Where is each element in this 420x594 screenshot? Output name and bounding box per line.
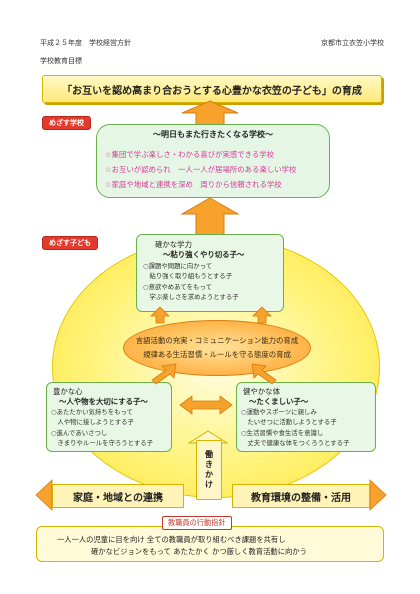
school-item-3: ☆家庭や地域と連携を深め 周りから信頼される学校 bbox=[105, 180, 282, 189]
hatarakikake-char-3: か bbox=[205, 470, 213, 479]
arrow-body-diagonal bbox=[251, 363, 277, 385]
school-item-1: ☆集団で学ぶ楽しさ・わかる喜びが実感できる学校 bbox=[105, 150, 275, 159]
hatarakikake-char-1: 働 bbox=[205, 450, 213, 459]
school-title: ～明日もまた行きたくなる学校～ bbox=[153, 130, 273, 139]
card-heart-line-4: きまりやルールを守ろうとする子 bbox=[51, 439, 154, 447]
card-academic-line-3: ○意欲やめあてをもって bbox=[143, 283, 212, 291]
banner-community-cooperation: 家庭・地域との連携 bbox=[52, 484, 184, 508]
school-tag: めざす学校 bbox=[42, 116, 91, 130]
arrow-academic-right bbox=[252, 306, 272, 324]
header-left: 平成２５年度 学校経営方針 bbox=[40, 39, 131, 47]
hatarakikake-char-2: き bbox=[205, 460, 213, 469]
card-body-line-2: たいせつに活動しようとする子 bbox=[241, 418, 337, 426]
card-academic-line-2: 粘り強く取り組もうとする子 bbox=[143, 272, 233, 280]
up-arrow-top bbox=[181, 100, 239, 125]
card-academic-line-1: ○課題や問題に向かって bbox=[143, 262, 213, 270]
card-heart-title: 豊かな心 bbox=[53, 387, 83, 396]
center-line-1: 言語活動の充実・コミュニケーション能力の育成 bbox=[135, 336, 299, 345]
card-heart-line-1: ○あたたかい気持ちをもって bbox=[51, 408, 133, 416]
card-heart-line-3: ○進んであいさつし bbox=[51, 429, 108, 437]
card-body: 健やかな体 ～たくましい子～ ○運動やスポーツに親しみ たいせつに活動しようとす… bbox=[236, 382, 376, 452]
child-tag: めざす子ども bbox=[42, 236, 98, 250]
card-body-line-3: ○生活習慣や食生活を意識し bbox=[241, 429, 324, 437]
banner-right-chevron bbox=[369, 479, 387, 511]
card-body-line-4: 丈夫で健康な体をつくろうとする子 bbox=[241, 439, 350, 447]
action-line-1: 一人一人の児童に目を向け 全ての教職員が取り組むべき課題を共有し bbox=[57, 535, 286, 544]
up-arrow-middle bbox=[180, 197, 240, 238]
card-academic: 確かな学力 ～粘り強くやり切る子～ ○課題や問題に向かって 粘り強く取り組もうと… bbox=[136, 234, 284, 312]
banner-community-cooperation-text: 家庭・地域との連携 bbox=[73, 492, 163, 504]
banner-environment: 教育環境の整備・活用 bbox=[232, 484, 370, 508]
card-heart-line-2: 人や物に接しようとする子 bbox=[51, 418, 134, 426]
banner-environment-text: 教育環境の整備・活用 bbox=[251, 492, 351, 504]
card-body-title: 健やかな体 bbox=[243, 387, 280, 396]
card-academic-subtitle: ～粘り強くやり切る子～ bbox=[163, 250, 245, 259]
card-body-subtitle: ～たくましい子～ bbox=[249, 397, 309, 406]
double-arrow-horizontal bbox=[179, 395, 233, 415]
card-body-line-1: ○運動やスポーツに親しみ bbox=[241, 408, 317, 416]
arrow-academic-left bbox=[150, 306, 170, 324]
action-line-2: 確かなビジョンをもって あたたかく かつ厳しく教育活動に向かう bbox=[91, 547, 307, 556]
target-school-box: ～明日もまた行きたくなる学校～ ☆集団で学ぶ楽しさ・わかる喜びが実感できる学校 … bbox=[96, 124, 330, 198]
hatarakikake-char-4: け bbox=[205, 480, 213, 489]
card-heart-subtitle: ～人や物を大切にする子～ bbox=[59, 397, 148, 406]
school-item-2: ☆お互いが認められ 一人一人が居場所のある楽しい学校 bbox=[105, 165, 297, 174]
staff-action-box: 一人一人の児童に目を向け 全ての教職員が取り組むべき課題を共有し 確かなビジョン… bbox=[36, 526, 384, 562]
banner-left-chevron bbox=[35, 479, 53, 511]
card-heart: 豊かな心 ～人や物を大切にする子～ ○あたたかい気持ちをもって 人や物に接しよう… bbox=[46, 382, 172, 452]
staff-action-tag: 教職員の行動指針 bbox=[162, 516, 232, 530]
card-academic-line-4: 学ぶ楽しさを求めようとする子 bbox=[143, 293, 239, 301]
center-line-2: 規律ある生活習慣・ルールを守る態度の育成 bbox=[143, 350, 291, 359]
hatarakikake-box: 働 き か け bbox=[196, 440, 222, 500]
education-goal-banner: 「お互いを認め高まり合おうとする心豊かな衣笠の子ども」の育成 bbox=[42, 75, 382, 103]
section-title: 学校教育目標 bbox=[40, 57, 82, 65]
education-goal-text: 「お互いを認め高まり合おうとする心豊かな衣笠の子ども」の育成 bbox=[62, 85, 362, 97]
center-ability-ellipse: 言語活動の充実・コミュニケーション能力の育成 規律ある生活習慣・ルールを守る態度… bbox=[123, 320, 311, 376]
header-right: 京都市立衣笠小学校 bbox=[321, 39, 384, 47]
arrow-heart-diagonal bbox=[151, 363, 177, 385]
card-academic-title: 確かな学力 bbox=[155, 240, 192, 249]
